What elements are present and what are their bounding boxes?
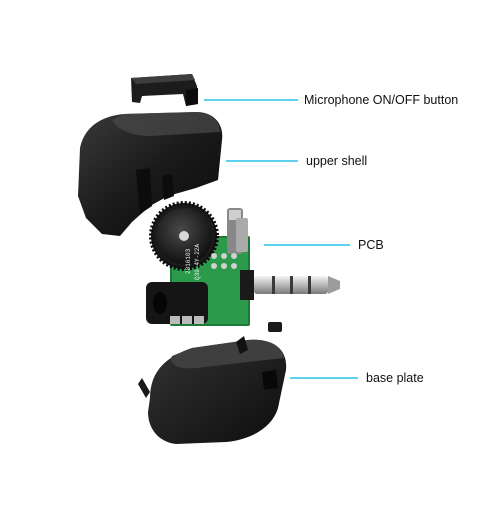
label-base-plate: base plate (366, 371, 424, 385)
base-plate-part (138, 336, 287, 444)
label-mic-button: Microphone ON/OFF button (304, 93, 459, 107)
label-upper-shell: upper shell (306, 154, 368, 168)
label-pcb: PCB (358, 238, 384, 252)
pcb-marking-2: Q39-4Y-22A (194, 244, 201, 280)
pcb-part: 2016103 Q39-4Y-22A (146, 201, 340, 332)
upper-shell-part (78, 112, 223, 236)
mic-button-part (131, 74, 198, 106)
pcb-marking-1: 2016103 (185, 248, 192, 274)
